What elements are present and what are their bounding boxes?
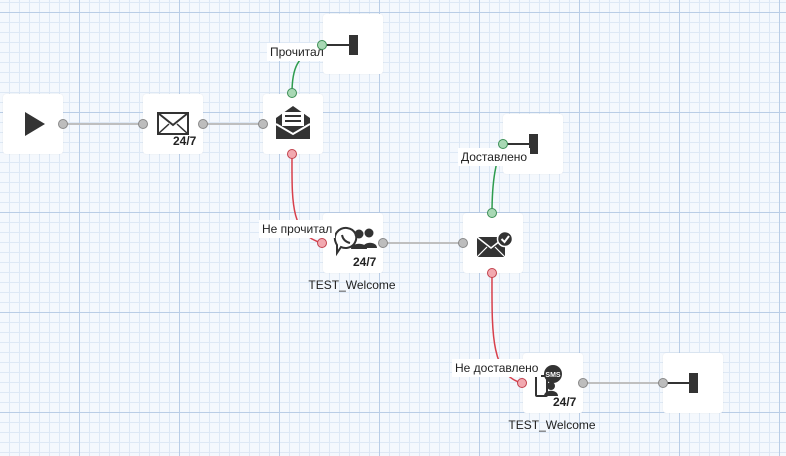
edge-label-delivered: Доставлено <box>458 148 531 166</box>
end-node-sms[interactable] <box>663 353 723 413</box>
viber-schedule-badge: 24/7 <box>353 255 377 269</box>
email-read-check-node[interactable] <box>263 94 323 154</box>
link-read-no <box>291 153 323 244</box>
edge-label-not-read: Не прочитал <box>259 220 336 238</box>
play-icon <box>25 112 45 136</box>
email-schedule-badge: 24/7 <box>173 134 197 148</box>
edge-label-not-delivered: Не доставлено <box>452 359 542 377</box>
end-icon <box>505 134 538 154</box>
sms-node-caption: TEST_Welcome <box>508 418 596 432</box>
envelope-check-icon <box>476 230 514 258</box>
sms-users-icon: SMS <box>535 365 562 397</box>
open-envelope-icon <box>275 106 311 139</box>
end-icon <box>325 35 358 55</box>
edge-label-read: Прочитал <box>267 43 327 61</box>
viber-node-caption: TEST_Welcome <box>308 278 396 292</box>
email-node[interactable]: 24/7 <box>143 94 203 154</box>
viber-node[interactable]: 24/7 <box>323 213 383 273</box>
link-delivered-no <box>491 272 523 384</box>
delivery-check-node[interactable] <box>463 213 523 273</box>
end-icon <box>665 373 698 393</box>
viber-users-icon <box>333 226 377 257</box>
end-node-read[interactable] <box>323 14 383 74</box>
svg-text:SMS: SMS <box>545 372 561 379</box>
start-node[interactable] <box>3 94 63 154</box>
sms-schedule-badge: 24/7 <box>553 395 577 409</box>
envelope-icon <box>157 112 189 135</box>
